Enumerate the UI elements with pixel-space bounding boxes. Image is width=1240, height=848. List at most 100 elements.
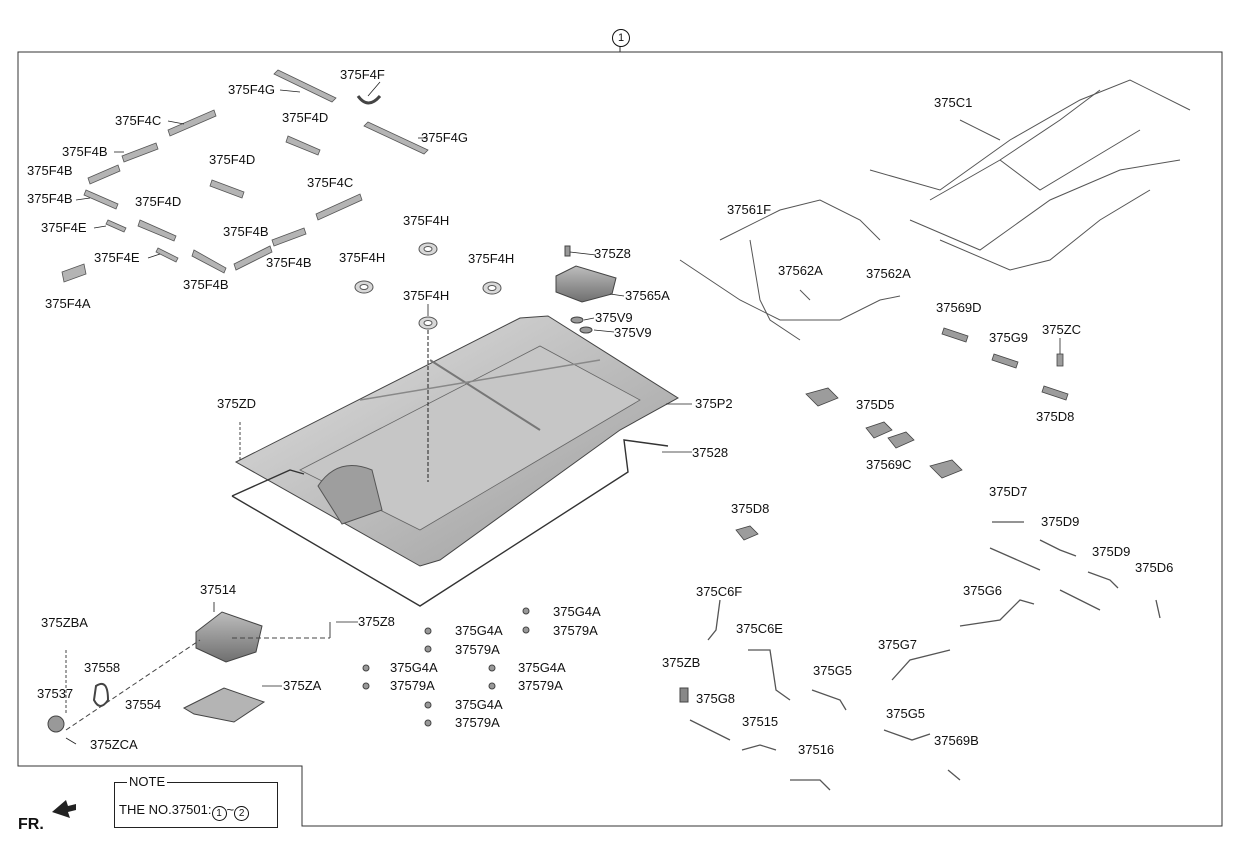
grommets — [354, 242, 502, 330]
note-range-end: 2 — [234, 806, 250, 821]
part-label-37515: 37515 — [742, 714, 779, 729]
part-label-375ZBA: 375ZBA — [41, 615, 88, 630]
part-label-375D8: 375D8 — [731, 501, 770, 516]
part-label-375Z8: 375Z8 — [594, 246, 631, 261]
part-label-375F4H: 375F4H — [403, 213, 450, 228]
part-label-375V9: 375V9 — [595, 310, 633, 325]
part-label-375F4D: 375F4D — [209, 152, 256, 167]
part-label-37514: 37514 — [200, 582, 237, 597]
part-label-375G4A: 375G4A — [390, 660, 438, 675]
part-label-375G9: 375G9 — [989, 330, 1029, 345]
lower-harnesses — [689, 521, 1161, 791]
part-label-375F4G: 375F4G — [421, 130, 468, 145]
part-label-375G7: 375G7 — [878, 637, 918, 652]
part-label-37561F: 37561F — [727, 202, 772, 217]
part-label-375F4C: 375F4C — [307, 175, 354, 190]
part-label-375D7: 375D7 — [989, 484, 1028, 499]
note-range-start: 1 — [211, 806, 227, 821]
note-text: THE NO.37501:1~2 — [119, 802, 250, 821]
part-label-375F4H: 375F4H — [468, 251, 515, 266]
assembly-callout-1: 1 — [612, 29, 630, 47]
wiring-harness-37561F — [679, 199, 901, 341]
part-label-37579A: 37579A — [455, 715, 500, 730]
part-label-37579A: 37579A — [553, 623, 598, 638]
part-label-375F4D: 375F4D — [282, 110, 329, 125]
part-label-375P2: 375P2 — [695, 396, 733, 411]
leader-lines — [65, 81, 1061, 745]
part-label-375F4E: 375F4E — [41, 220, 87, 235]
part-label-375C1: 375C1 — [934, 95, 973, 110]
part-label-375G4A: 375G4A — [455, 623, 503, 638]
part-label-375F4A: 375F4A — [45, 296, 91, 311]
part-label-375ZC: 375ZC — [1042, 322, 1082, 337]
part-label-375F4B: 375F4B — [27, 191, 73, 206]
part-label-375F4B: 375F4B — [266, 255, 312, 270]
part-label-375G5: 375G5 — [813, 663, 853, 678]
part-label-375F4F: 375F4F — [340, 67, 385, 82]
front-direction-label: FR. — [18, 816, 44, 833]
part-label-375ZB: 375ZB — [662, 655, 701, 670]
part-label-37528: 37528 — [692, 445, 729, 460]
part-label-375G4A: 375G4A — [518, 660, 566, 675]
part-label-375G5: 375G5 — [886, 706, 926, 721]
small-fasteners — [362, 607, 530, 727]
part-label-375G4A: 375G4A — [553, 604, 601, 619]
front-arrow-icon — [52, 800, 76, 818]
part-label-375F4E: 375F4E — [94, 250, 140, 265]
part-label-375Z8: 375Z8 — [358, 614, 395, 629]
part-label-37579A: 37579A — [455, 642, 500, 657]
part-label-37562A: 37562A — [778, 263, 823, 278]
part-label-375ZA: 375ZA — [283, 678, 322, 693]
module-37514 — [182, 602, 266, 723]
part-label-37579A: 37579A — [390, 678, 435, 693]
part-label-37579A: 37579A — [518, 678, 563, 693]
part-label-37562A: 37562A — [866, 266, 911, 281]
part-label-375D5: 375D5 — [856, 397, 895, 412]
part-label-375ZD: 375ZD — [217, 396, 257, 411]
part-label-375C6F: 375C6F — [696, 584, 743, 599]
part-label-375D9: 375D9 — [1092, 544, 1131, 559]
seal-gasket — [231, 439, 669, 607]
part-label-375F4B: 375F4B — [62, 144, 108, 159]
part-label-375F4H: 375F4H — [403, 288, 450, 303]
part-label-375F4D: 375F4D — [135, 194, 182, 209]
part-label-375F4C: 375F4C — [115, 113, 162, 128]
part-label-375G8: 375G8 — [696, 691, 736, 706]
part-label-375V9: 375V9 — [614, 325, 652, 340]
part-label-37569D: 37569D — [936, 300, 982, 315]
part-label-375F4G: 375F4G — [228, 82, 275, 97]
part-label-37558: 37558 — [84, 660, 121, 675]
part-label-375D6: 375D6 — [1135, 560, 1174, 575]
part-label-375D9: 375D9 — [1041, 514, 1080, 529]
floor-tray — [234, 315, 679, 567]
part-label-375G6: 375G6 — [963, 583, 1003, 598]
note-range-separator: ~ — [226, 802, 235, 817]
part-label-375G4A: 375G4A — [455, 697, 503, 712]
hook-part — [356, 94, 382, 105]
note-box: NOTE THE NO.37501:1~2 — [114, 775, 278, 828]
note-title: NOTE — [127, 774, 168, 789]
part-label-37569C: 37569C — [866, 457, 912, 472]
part-label-37537: 37537 — [37, 686, 74, 701]
part-label-37565A: 37565A — [625, 288, 670, 303]
note-prefix: THE NO.37501: — [119, 802, 212, 817]
part-label-375F4B: 375F4B — [223, 224, 269, 239]
diagram-border — [17, 51, 1223, 827]
part-label-375D8: 375D8 — [1036, 409, 1075, 424]
strip-pads — [61, 69, 429, 283]
wiring-harness-375C1 — [869, 79, 1191, 271]
part-label-375ZCA: 375ZCA — [90, 737, 138, 752]
part-label-37516: 37516 — [798, 742, 835, 757]
part-label-37569B: 37569B — [934, 733, 979, 748]
brackets — [735, 327, 1069, 541]
part-label-375F4B: 375F4B — [27, 163, 73, 178]
fasteners — [679, 687, 689, 703]
part-label-37554: 37554 — [125, 697, 162, 712]
part-label-375F4H: 375F4H — [339, 250, 386, 265]
part-label-375F4B: 375F4B — [183, 277, 229, 292]
gasket-37558 — [92, 682, 110, 707]
part-37537 — [47, 715, 65, 733]
part-label-375C6E: 375C6E — [736, 621, 783, 636]
